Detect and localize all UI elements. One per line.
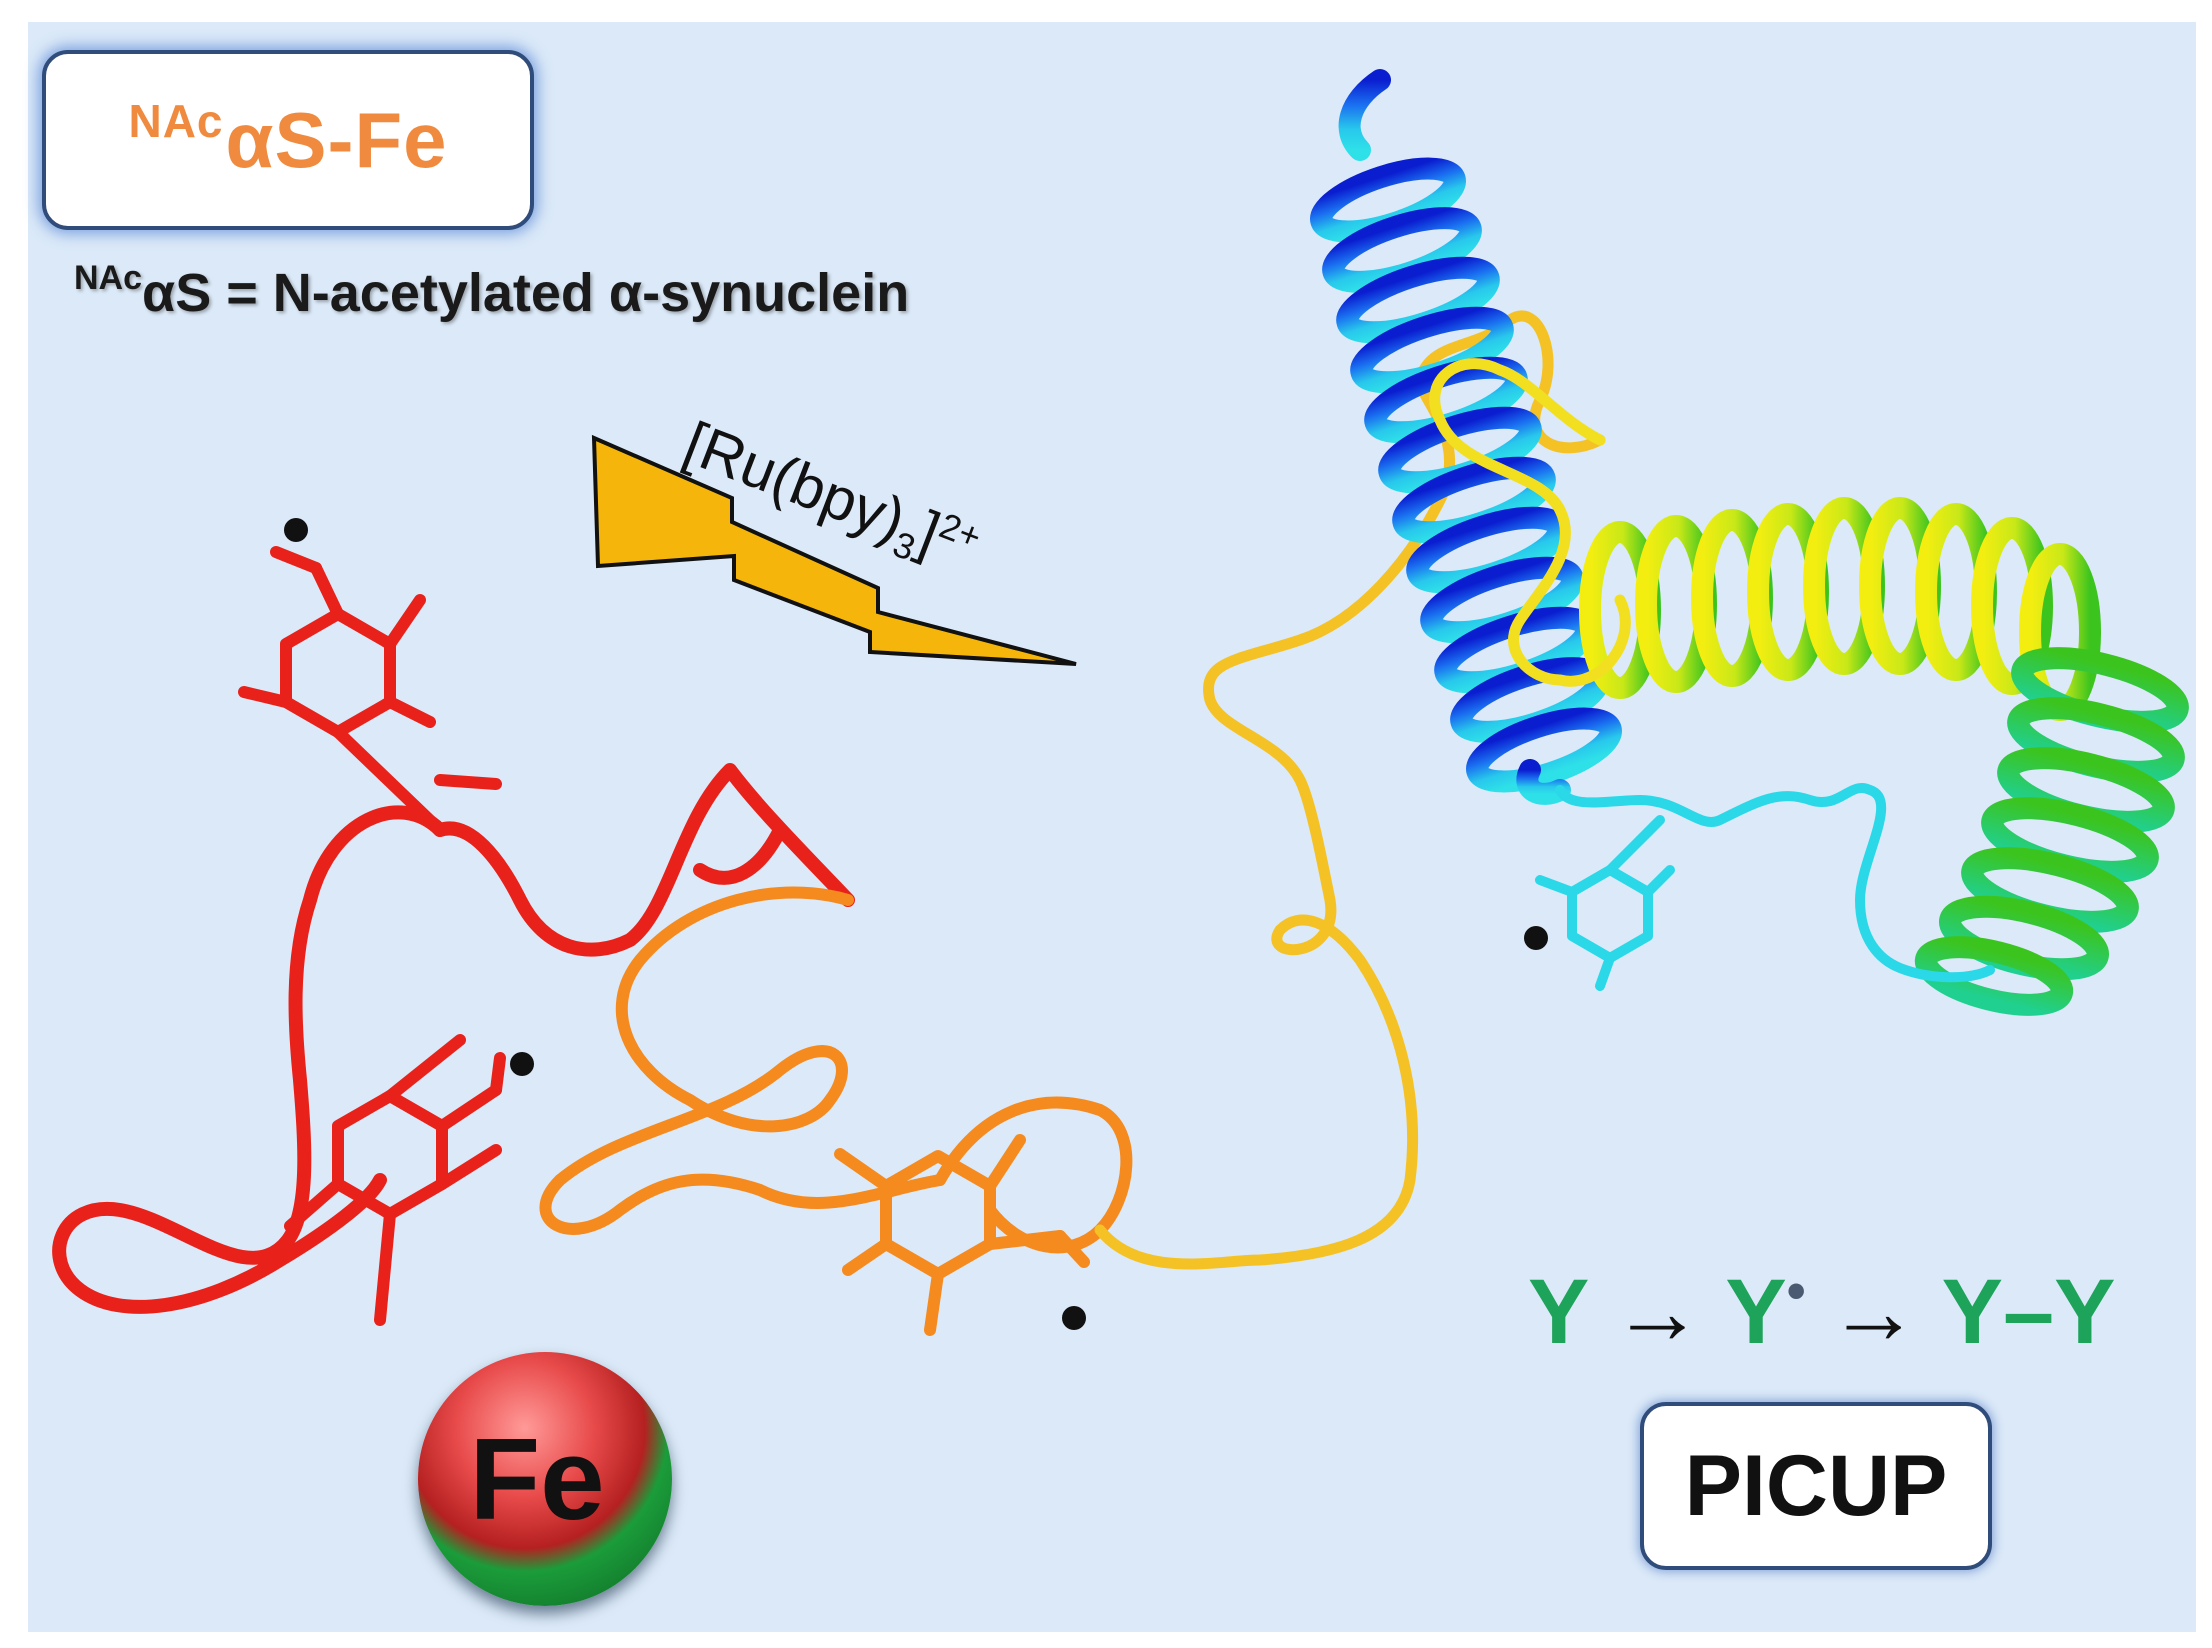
radical-dot-icon: • — [1786, 1261, 1806, 1321]
legend-superscript: NAc — [74, 259, 143, 297]
arrow-icon: → — [1611, 1261, 1704, 1363]
tyrosine-lower-middle — [834, 1134, 1090, 1336]
picup-label: PICUP — [1684, 1437, 1948, 1534]
tyrosine-lower-left — [284, 1034, 506, 1326]
title-box: NAcαS-Fe — [42, 50, 534, 230]
picup-box: PICUP — [1640, 1402, 1992, 1570]
alpha-helix-vertical — [1310, 69, 1622, 805]
orange-backbone — [539, 886, 1133, 1254]
title-superscript: NAc — [128, 94, 224, 147]
abbreviation-legend: NAcαS = N-acetylated α-synuclein — [74, 259, 910, 324]
legend-text: αS = N-acetylated α-synuclein — [142, 263, 910, 323]
title-text: NAcαS-Fe — [128, 95, 447, 186]
arrow-icon: → — [1827, 1261, 1920, 1363]
tyrosyl-radical-label: Y — [1725, 1261, 1787, 1363]
title-main: αS-Fe — [225, 95, 448, 184]
tyrosine-label: Y — [1528, 1261, 1590, 1363]
radical-dot-lower — [1062, 1306, 1086, 1330]
figure-panel — [28, 22, 2196, 1632]
alpha-helix-descending — [1914, 647, 2189, 1016]
radical-dot-middle — [510, 1052, 534, 1076]
lightning-bolt — [591, 434, 1077, 666]
dityrosine-label: Y–Y — [1941, 1261, 2116, 1363]
reaction-scheme: Y→Y•→Y–Y — [1528, 1260, 2116, 1365]
cyan-tail — [1535, 783, 1995, 991]
radical-dot-right — [1524, 926, 1548, 950]
radical-dot-top — [284, 518, 308, 542]
tyrosine-top — [238, 546, 502, 836]
red-backbone — [52, 763, 855, 1314]
yellow-loop — [1429, 358, 1631, 687]
iron-label: Fe — [469, 1414, 605, 1544]
iron-sphere: Fe — [418, 1352, 672, 1606]
gold-backbone — [1094, 310, 1606, 1270]
